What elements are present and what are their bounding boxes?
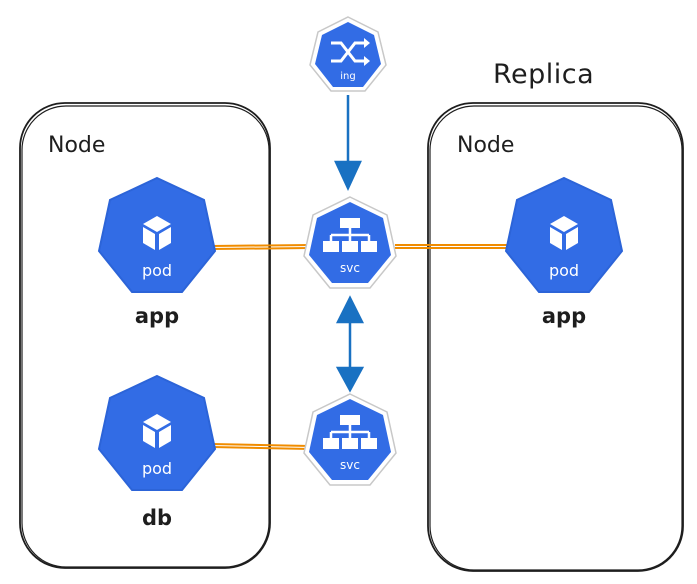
svc-link-arrowhead-down <box>335 366 365 393</box>
link-app-to-svc-sketch <box>211 247 311 250</box>
pod-name-left-db: db <box>142 506 172 530</box>
left-node-box-sketch <box>21 105 270 568</box>
right-node-box <box>427 102 684 572</box>
pod-icon-right-app-label: pod <box>549 261 579 280</box>
network-tree-icon <box>323 218 377 252</box>
link-db-to-svc-sketch <box>211 446 311 450</box>
pod-icon-right-app: pod <box>504 176 624 293</box>
ingress-icon-label: ing <box>340 71 355 82</box>
left-node: Node <box>19 102 271 569</box>
network-tree-icon <box>323 415 377 449</box>
link-app-to-svc <box>211 244 311 247</box>
left-node-box <box>19 102 271 569</box>
right-node-label: Node <box>457 133 514 158</box>
service-icon-top: svc <box>303 196 397 289</box>
pod-name-left-app: app <box>135 304 179 328</box>
ing-to-svc-arrowhead <box>334 160 362 191</box>
svc-link-arrowhead-up <box>335 295 365 324</box>
service-icon-bottom: svc <box>303 393 397 486</box>
pod-icon-left-db-label: pod <box>142 459 172 478</box>
pod-icon-left-db: pod <box>97 374 217 491</box>
pod-icon-left-app: pod <box>97 176 217 293</box>
replica-title: Replica <box>493 59 594 90</box>
shuffle-icon <box>331 41 364 63</box>
blue-arrows <box>334 95 365 393</box>
service-icon-top-label: svc <box>340 261 360 275</box>
ingress-icon: ing <box>309 16 387 92</box>
left-node-label: Node <box>48 133 105 158</box>
link-db-to-svc <box>211 443 311 447</box>
service-icon-bottom-label: svc <box>340 458 360 472</box>
pod-icon-left-app-label: pod <box>142 261 172 280</box>
right-node: Node <box>427 102 684 572</box>
right-node-box-sketch <box>429 105 683 571</box>
orange-links <box>211 244 510 450</box>
pod-name-right-app: app <box>542 304 586 328</box>
